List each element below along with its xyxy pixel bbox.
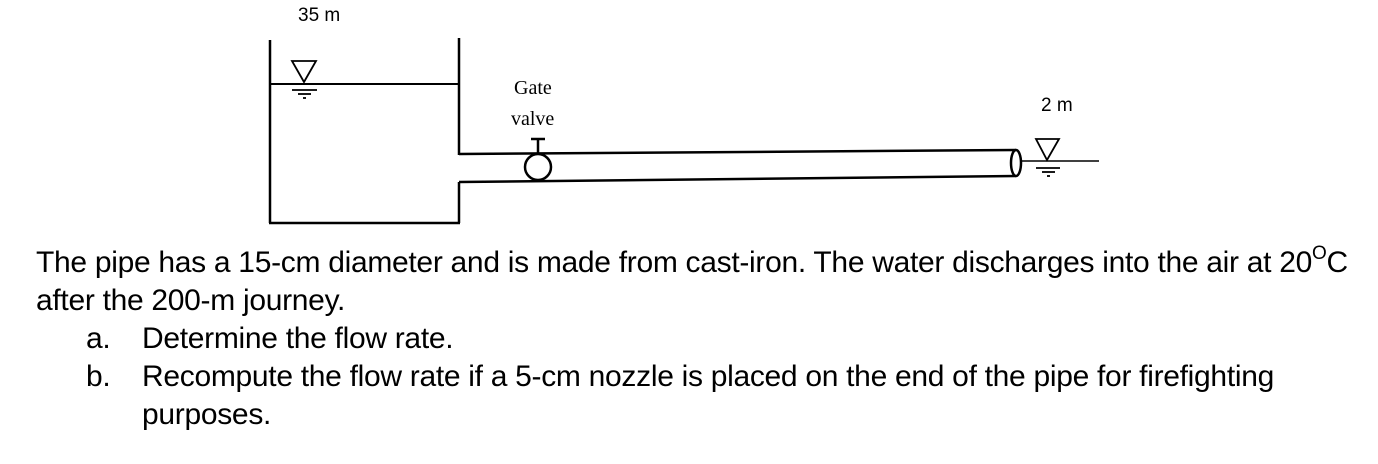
list-marker: a. [86, 322, 111, 355]
pipe-system-diagram: 35 m Gate valve 2 m [268, 5, 1099, 225]
pipe [458, 148, 1023, 184]
list-item-a: a. Determine the flow rate. [86, 320, 1366, 358]
degree-superscript: O [1312, 243, 1327, 264]
problem-intro: The pipe has a 15-cm diameter and is mad… [36, 244, 1366, 320]
valve-label-line2: valve [511, 108, 554, 130]
water-surface-icon [290, 60, 318, 99]
valve-label-line1: Gate [514, 77, 552, 99]
reservoir-tank [268, 38, 461, 225]
reservoir-elevation-label: 35 m [298, 5, 340, 26]
list-item-text: Determine the flow rate. [142, 322, 454, 355]
list-item-text: Recompute the flow rate if a 5-cm nozzle… [142, 360, 1274, 431]
outlet-elevation-label: 2 m [1041, 95, 1073, 116]
list-marker: b. [86, 360, 111, 393]
problem-statement: The pipe has a 15-cm diameter and is mad… [36, 244, 1366, 434]
gate-valve-icon [523, 137, 553, 182]
list-item-b: b. Recompute the flow rate if a 5-cm noz… [86, 358, 1366, 434]
outlet-water-surface-icon [1034, 138, 1061, 177]
intro-text-part1: The pipe has a 15-cm diameter and is mad… [36, 246, 1312, 279]
intro-text-part2: C after the 200-m journey. [36, 246, 1348, 317]
